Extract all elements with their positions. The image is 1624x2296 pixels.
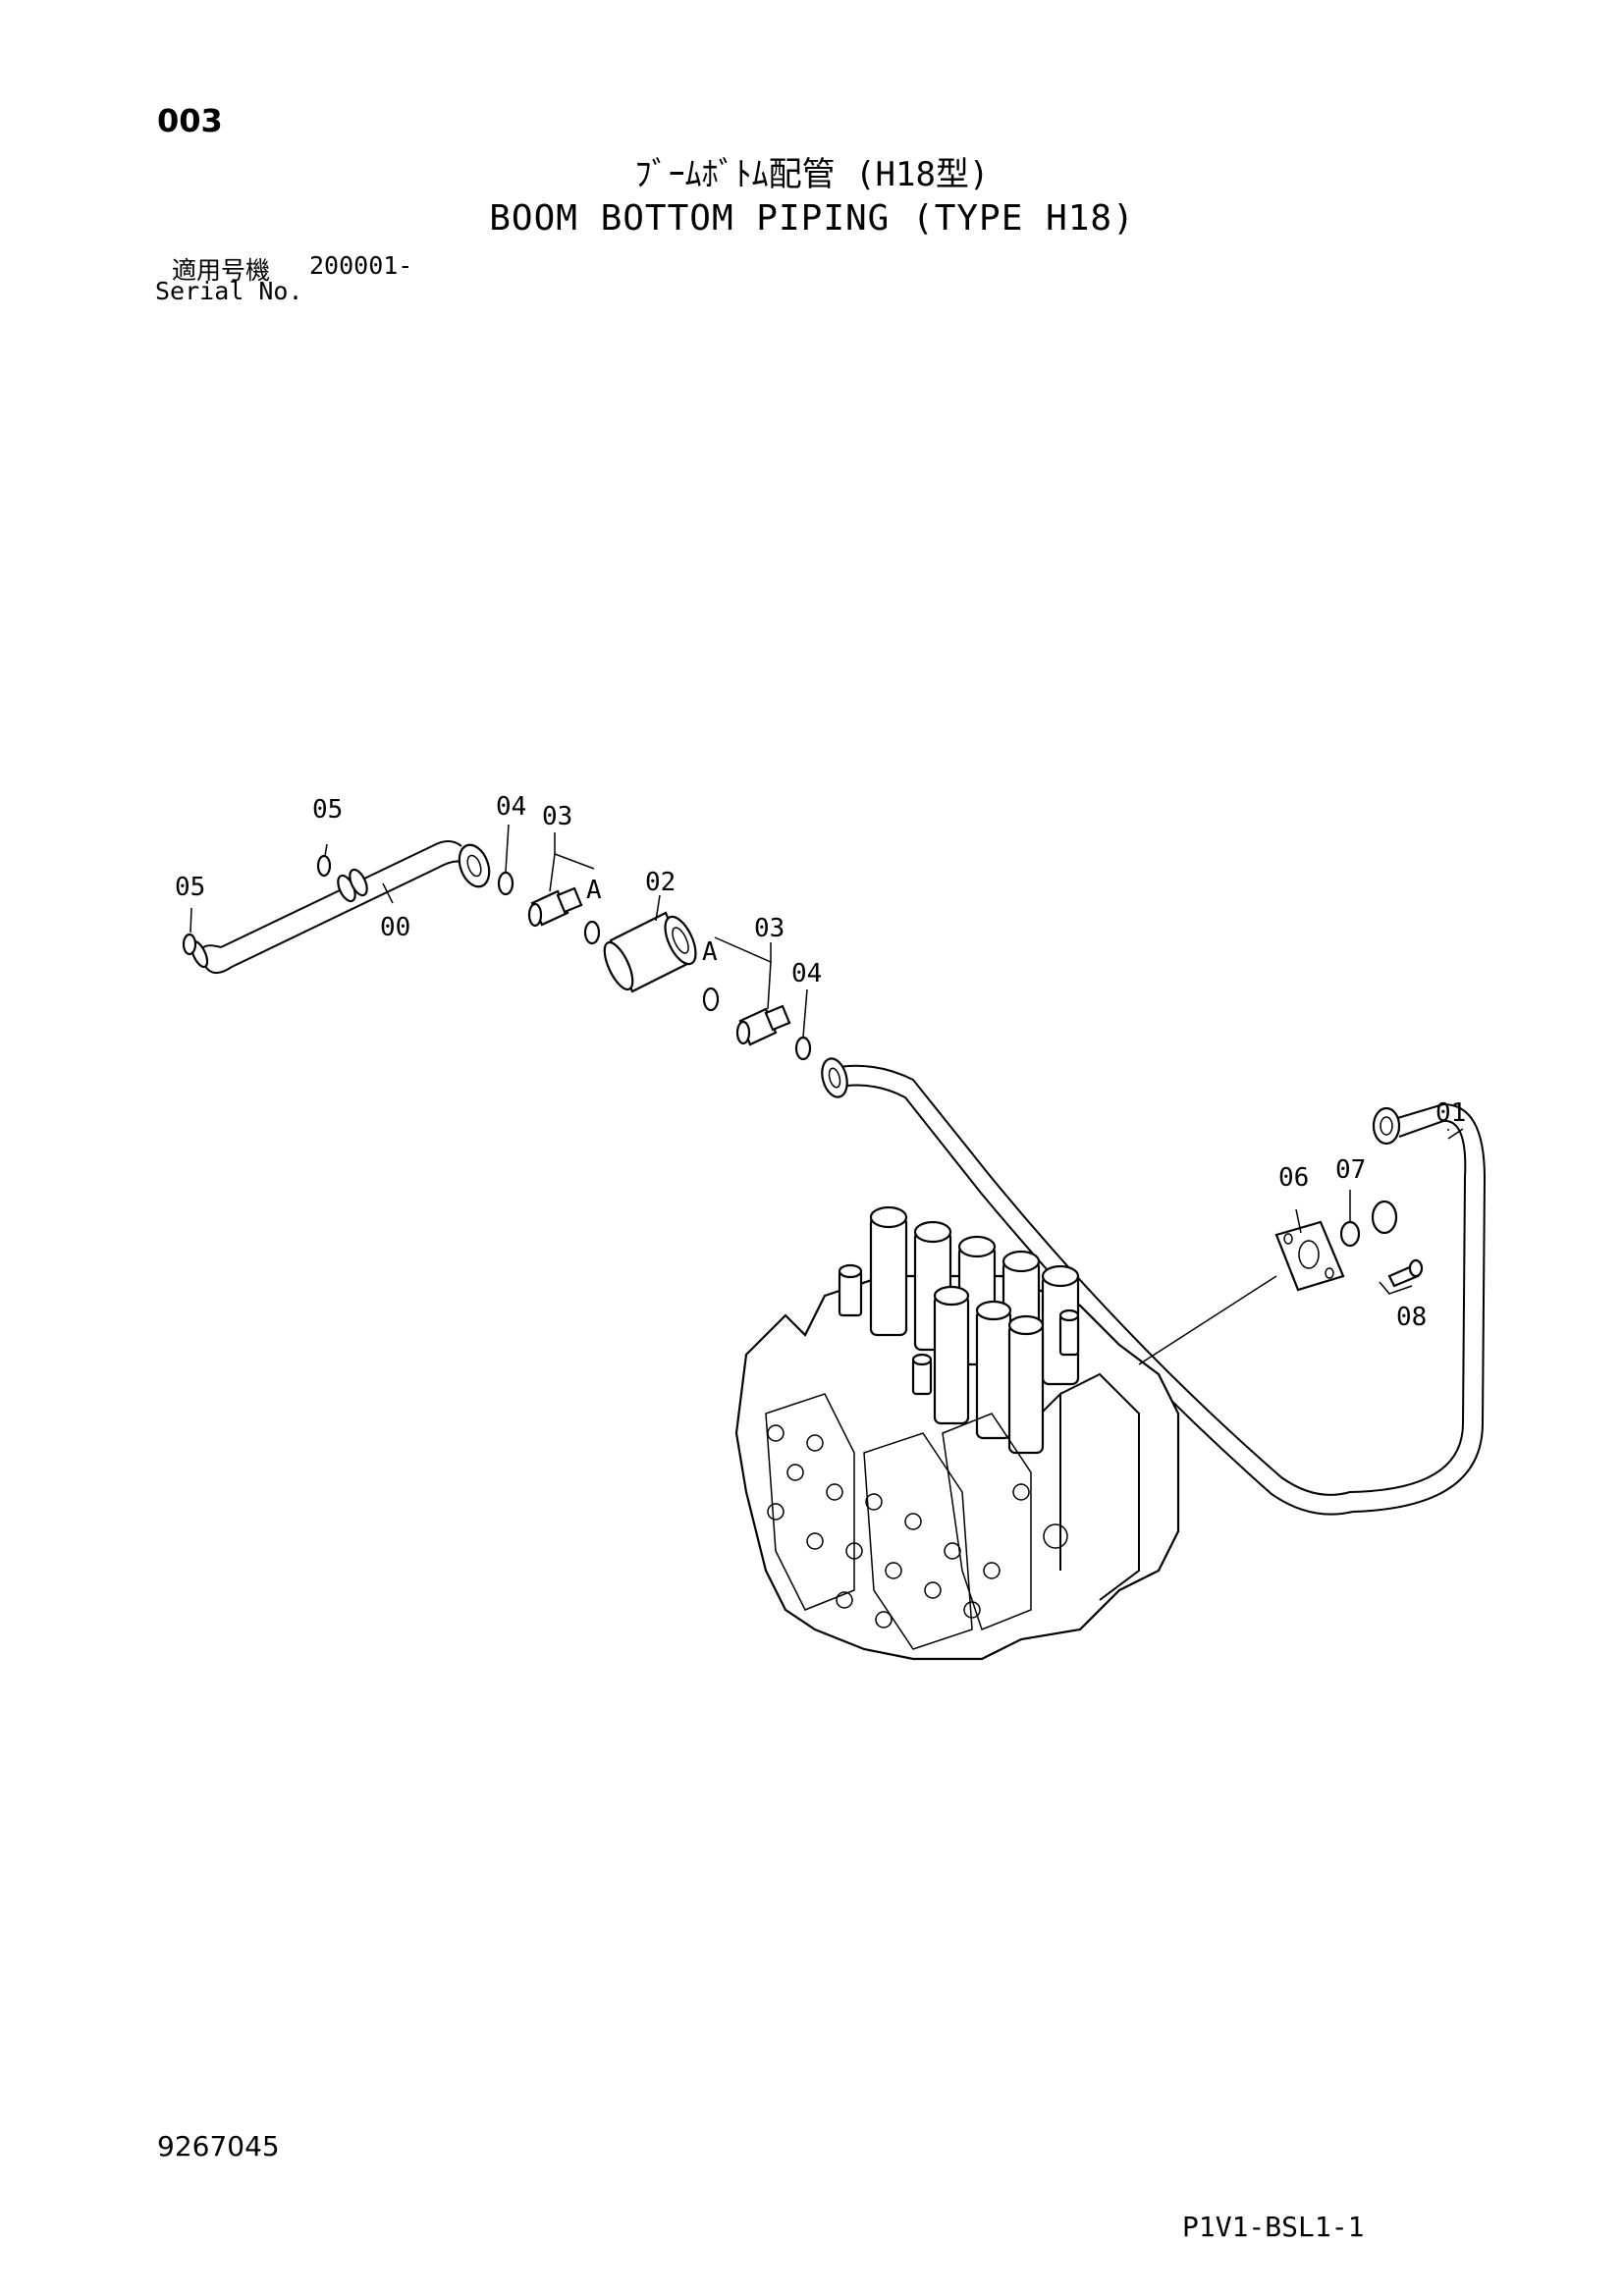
fittings-chain bbox=[497, 871, 812, 1061]
callout-03-upper: 03 bbox=[542, 802, 572, 831]
o-ring-07 bbox=[1339, 1220, 1361, 1248]
control-valve-block bbox=[734, 1205, 1180, 1661]
callout-07: 07 bbox=[1335, 1155, 1366, 1185]
document-number: 9267045 bbox=[157, 2130, 280, 2163]
leader-lines bbox=[189, 824, 1464, 1365]
serial-label-english: Serial No. bbox=[155, 277, 303, 305]
bolt-08 bbox=[1387, 1258, 1424, 1288]
callout-05-upper: 05 bbox=[312, 795, 343, 825]
callout-05-left: 05 bbox=[175, 873, 205, 902]
title-japanese: ﾌﾞｰﾑﾎﾞﾄﾑ配管 (H18型) bbox=[634, 155, 990, 194]
callout-04-upper: 04 bbox=[496, 792, 526, 822]
callout-a-lower: A bbox=[702, 937, 718, 967]
callout-04-lower: 04 bbox=[791, 959, 822, 988]
figure-code: P1V1-BSL1-1 bbox=[1182, 2211, 1365, 2243]
serial-number-value: 200001- bbox=[309, 251, 413, 280]
connector-03-upper bbox=[527, 886, 583, 928]
connector-03-lower bbox=[735, 1004, 791, 1046]
callout-00: 00 bbox=[380, 913, 410, 942]
callout-06: 06 bbox=[1278, 1163, 1309, 1193]
serial-label-japanese: 適用号機 bbox=[172, 256, 271, 285]
callout-01: 01 bbox=[1435, 1098, 1466, 1128]
callout-08: 08 bbox=[1396, 1303, 1427, 1332]
coupler-02 bbox=[603, 911, 697, 993]
page-number: 003 bbox=[157, 102, 223, 139]
pipe-assembly-00 bbox=[182, 840, 491, 975]
callout-02: 02 bbox=[645, 868, 676, 897]
long-pipe-01 bbox=[821, 1057, 1487, 1516]
flange-06 bbox=[1274, 1220, 1345, 1292]
callout-03-lower: 03 bbox=[754, 914, 785, 943]
callout-a-upper: A bbox=[586, 876, 602, 905]
title-english: BOOM BOTTOM PIPING (TYPE H18) bbox=[489, 198, 1135, 239]
